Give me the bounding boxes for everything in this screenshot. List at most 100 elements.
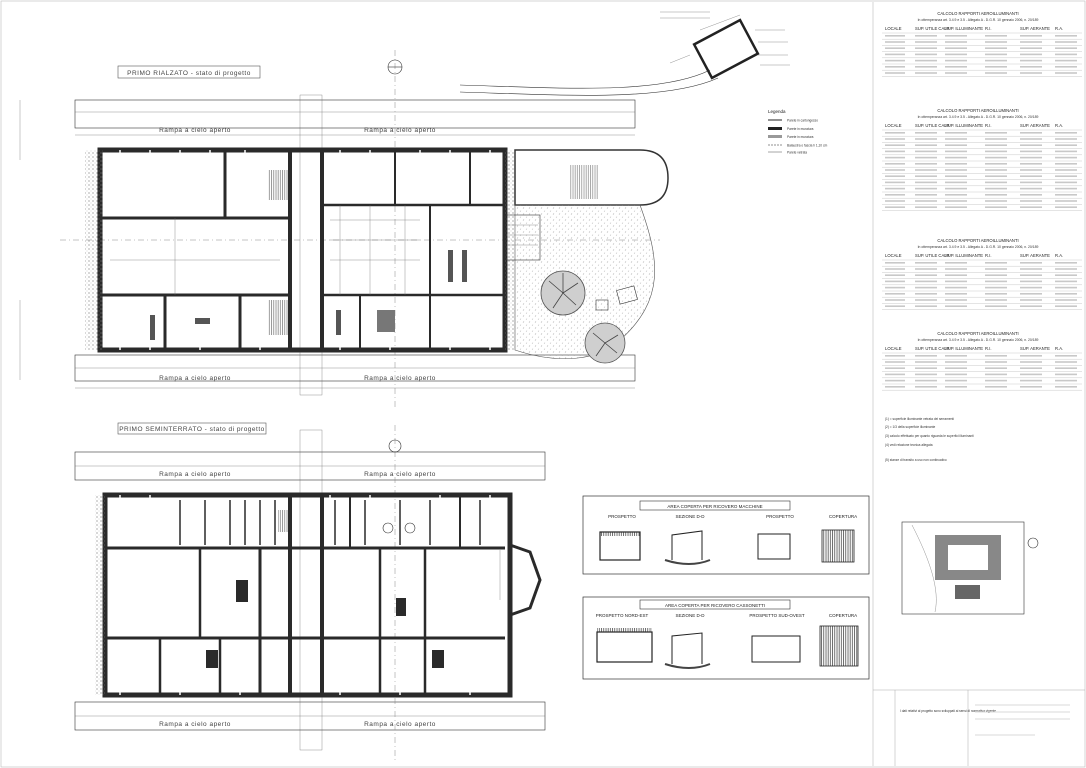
table-cell xyxy=(945,41,967,43)
table-cell xyxy=(985,274,1007,276)
table-cell xyxy=(1020,35,1042,37)
table-header: R.I. xyxy=(985,123,992,128)
table-cell xyxy=(885,206,905,208)
table-cell xyxy=(1055,138,1077,140)
table-cell xyxy=(915,262,937,264)
table-cell xyxy=(1055,206,1077,208)
key-plan xyxy=(901,521,1039,615)
table-cell xyxy=(1055,268,1077,270)
table-cell xyxy=(985,132,1007,134)
table-cell xyxy=(915,367,937,369)
ramp-label: Rampa a cielo aperto xyxy=(159,375,231,382)
view-label: SEZIONE D-D xyxy=(675,613,705,618)
table-cell xyxy=(885,41,905,43)
table-cell xyxy=(885,156,905,159)
view-label: COPERTURA xyxy=(829,613,857,618)
table-cell xyxy=(915,379,937,382)
table-cell xyxy=(915,150,937,153)
legend-item: Parete in cartongesso xyxy=(787,119,818,123)
table-subtitle: In ottemperanza art. 3.4.9 e 3.5 - Alleg… xyxy=(918,115,1039,119)
table-cell xyxy=(985,169,1007,171)
table-cell xyxy=(1020,169,1042,171)
table-cell xyxy=(945,35,967,37)
table-cell xyxy=(945,280,967,283)
table-cell xyxy=(985,144,1007,146)
table-cell xyxy=(1055,144,1077,146)
table-header: SUP. UTILE CALP. xyxy=(915,123,950,128)
table-cell xyxy=(885,305,905,307)
table-cell xyxy=(1055,175,1077,177)
note-line: (1) = superficie illuminante vetrata dei… xyxy=(885,417,954,421)
table-cell xyxy=(1020,268,1042,270)
table-cell xyxy=(1055,187,1077,190)
table-cell xyxy=(885,35,905,37)
table-cell xyxy=(915,41,937,43)
table-cell xyxy=(985,367,1007,369)
table-cell xyxy=(885,150,905,153)
table-cell xyxy=(945,355,967,357)
table-cell xyxy=(945,150,967,153)
table-subtitle: In ottemperanza art. 3.4.9 e 3.5 - Alleg… xyxy=(918,18,1039,22)
table-cell xyxy=(915,361,937,363)
table-cell xyxy=(1055,53,1077,56)
table-cell xyxy=(885,138,905,140)
table-cell xyxy=(945,379,967,382)
view-label: PROSPETTO xyxy=(608,514,636,519)
table-cell xyxy=(1055,132,1077,134)
table-cell xyxy=(1020,305,1042,307)
table-cell xyxy=(945,66,967,68)
table-title: CALCOLO RAPPORTI AEROILLUMINANTI xyxy=(937,331,1018,336)
table-cell xyxy=(945,169,967,171)
table-cell xyxy=(1020,175,1042,177)
table-cell xyxy=(915,163,937,165)
table-cell xyxy=(985,280,1007,283)
table-cell xyxy=(885,144,905,146)
table-cell xyxy=(1020,156,1042,159)
table-cell xyxy=(885,268,905,270)
table-header: R.I. xyxy=(985,346,992,351)
table-cell xyxy=(985,262,1007,264)
tree-icon xyxy=(540,270,586,316)
table-cell xyxy=(1055,35,1077,37)
table-cell xyxy=(915,59,937,62)
table-cell xyxy=(1020,373,1042,376)
table-cell xyxy=(945,373,967,376)
table-cell xyxy=(915,156,937,159)
table-cell xyxy=(945,194,967,196)
table-cell xyxy=(985,200,1007,202)
table-cell xyxy=(1020,72,1042,74)
table-cell xyxy=(945,163,967,165)
notes: (1) = superficie illuminante vetrata dei… xyxy=(885,417,974,462)
table-cell xyxy=(1055,274,1077,276)
table-cell xyxy=(885,47,905,49)
ramp-label: Rampa a cielo aperto xyxy=(364,721,436,728)
table-subtitle: In ottemperanza art. 3.4.9 e 3.5 - Alleg… xyxy=(918,245,1039,249)
table-cell xyxy=(985,361,1007,363)
table-cell xyxy=(985,305,1007,307)
table-cell xyxy=(915,194,937,196)
detail-box-title: AREA COPERTA PER RICOVERO MACCHINE xyxy=(667,504,762,509)
table-cell xyxy=(1020,187,1042,190)
table-cell xyxy=(1020,138,1042,140)
table-cell xyxy=(1055,305,1077,307)
table-cell xyxy=(985,72,1007,74)
table-cell xyxy=(1055,200,1077,202)
table-header: SUP. ILLUMINANTE xyxy=(945,123,983,128)
table-cell xyxy=(915,144,937,146)
table-cell xyxy=(885,280,905,283)
table-cell xyxy=(915,138,937,140)
ground-floor-title: PRIMO RIALZATO - stato di progetto xyxy=(127,70,251,77)
table-cell xyxy=(1020,194,1042,196)
title-block: I dati relativi al progetto sono svilupp… xyxy=(873,689,1085,766)
table-cell xyxy=(915,132,937,134)
table-cell xyxy=(885,59,905,62)
view-label: COPERTURA xyxy=(829,514,857,519)
legend-item: Parete in muratura xyxy=(787,127,814,131)
table-cell xyxy=(885,194,905,196)
table-cell xyxy=(885,355,905,357)
table-cell xyxy=(915,53,937,56)
table-cell xyxy=(945,262,967,264)
table-cell xyxy=(885,132,905,134)
table-cell xyxy=(915,35,937,37)
